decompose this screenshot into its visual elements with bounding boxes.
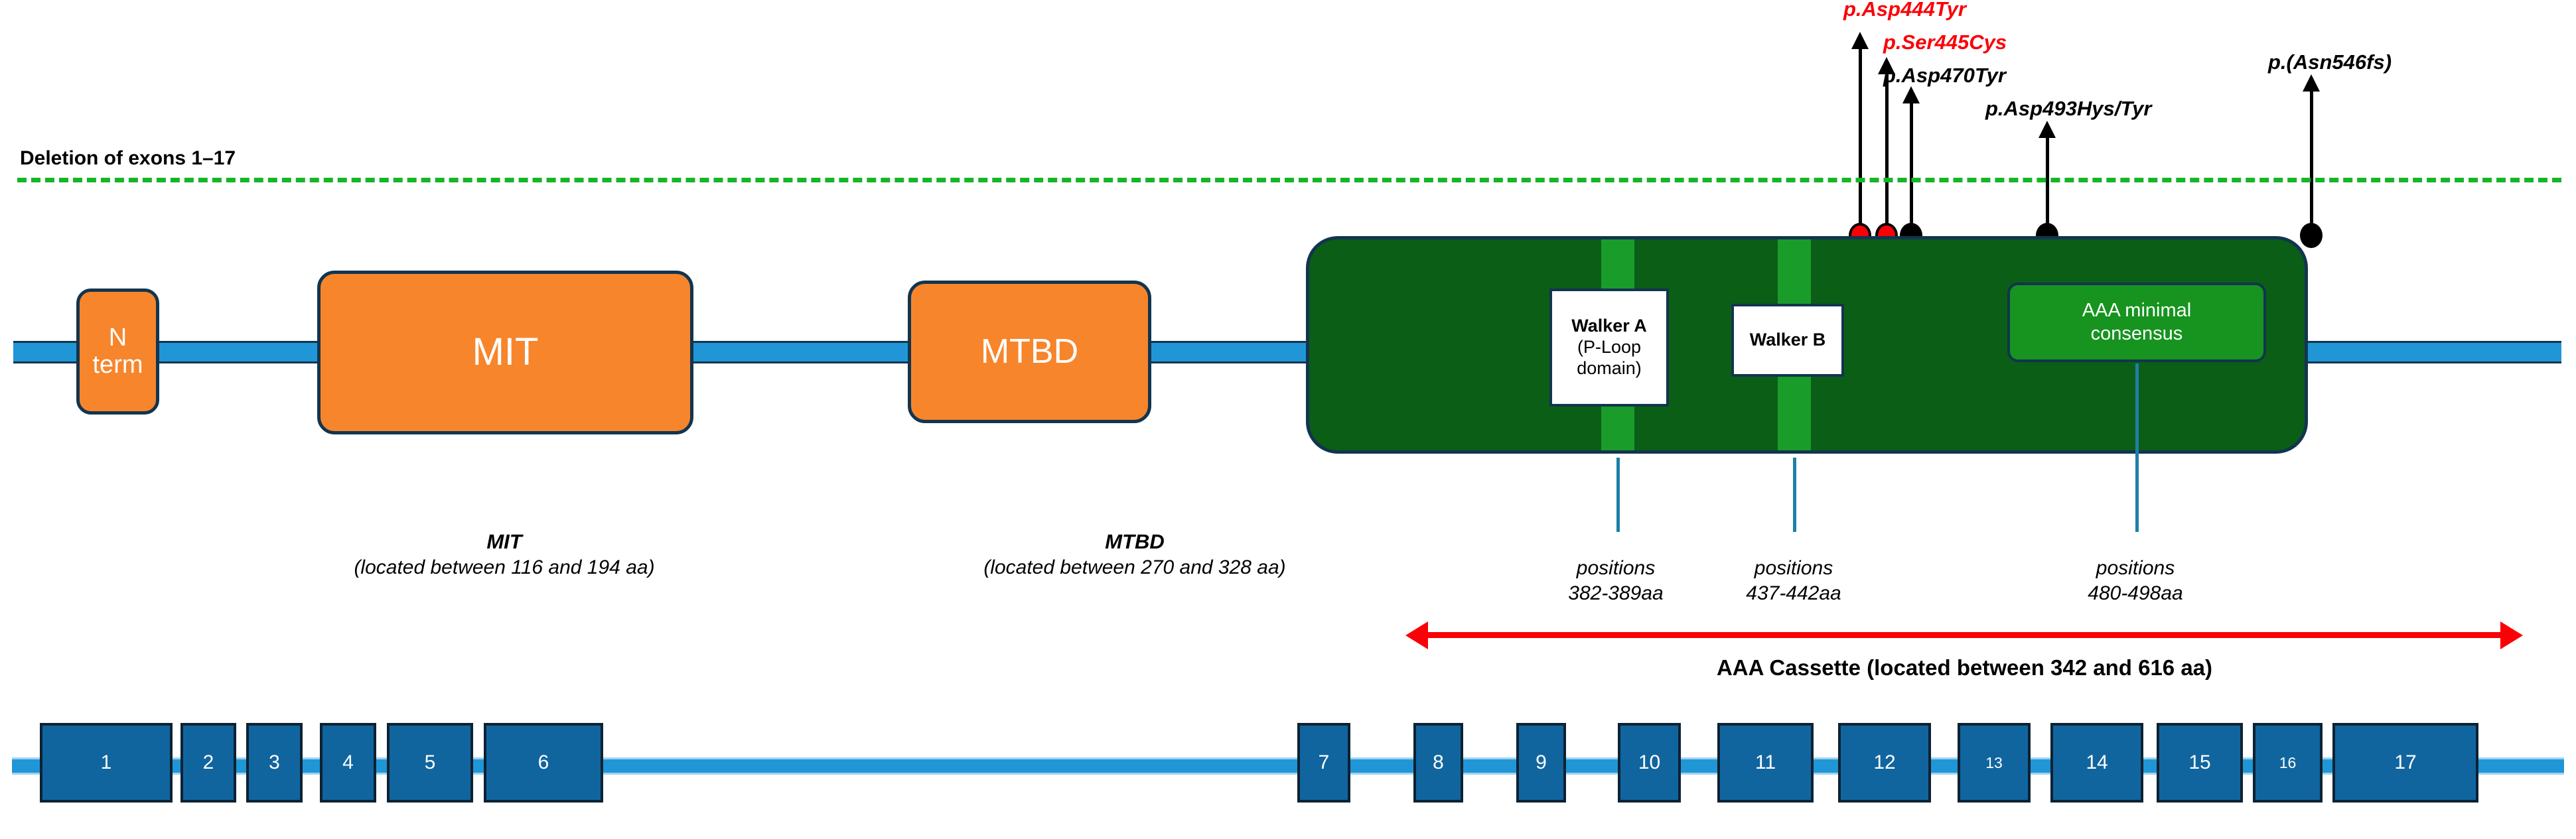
exon-15-label: 15	[2188, 751, 2211, 773]
mutation-label-asp493hystyr: p.Asp493Hys/Tyr	[1985, 97, 2152, 120]
position-walker-a-line2: 382-389aa	[1568, 582, 1664, 604]
exon-17[interactable]: 17	[2332, 723, 2478, 803]
exon-12[interactable]: 12	[1838, 723, 1931, 803]
caption-mtbd-title: MTBD	[1105, 530, 1165, 553]
caption-mit: MIT (located between 116 and 194 aa)	[103, 529, 906, 580]
exon-8[interactable]: 8	[1413, 723, 1463, 803]
exon-7[interactable]: 7	[1297, 723, 1350, 803]
mutation-stem-3	[1910, 101, 1913, 239]
exon-10-label: 10	[1638, 751, 1661, 773]
walker-a-box: Walker A (P-Loop domain)	[1549, 289, 1669, 407]
leader-line-aaa-consensus	[2135, 363, 2139, 532]
mutation-label-asp470tyr: p.Asp470Tyr	[1883, 64, 2006, 87]
exon-11-label: 11	[1754, 751, 1776, 773]
domain-mtbd: MTBD	[908, 281, 1151, 423]
domain-mit-label: MIT	[472, 330, 539, 374]
caption-mit-sub: (located between 116 and 194 aa)	[354, 556, 655, 578]
caption-mit-title: MIT	[486, 530, 522, 553]
n-term-line2: term	[92, 351, 143, 379]
domain-mit: MIT	[317, 271, 693, 434]
mutation-stem-2	[1885, 72, 1889, 239]
exon-9-label: 9	[1536, 751, 1547, 773]
position-walker-b-line2: 437-442aa	[1746, 582, 1841, 604]
deletion-label: Deletion of exons 1–17	[20, 147, 236, 169]
leader-line-walker-b	[1793, 458, 1796, 532]
cassette-arrow-line	[1427, 632, 2502, 638]
cassette-arrow-head-right	[2500, 621, 2523, 649]
exon-16-label: 16	[2279, 753, 2297, 771]
mutation-arrow-head-2	[1878, 57, 1895, 74]
exon-13[interactable]: 13	[1958, 723, 2031, 803]
mutation-dot-5	[2300, 223, 2323, 248]
exon-10[interactable]: 10	[1618, 723, 1681, 803]
exon-14-label: 14	[2086, 751, 2108, 773]
leader-line-walker-a	[1616, 458, 1620, 532]
walker-a-line1: Walker A	[1571, 316, 1647, 336]
mutation-arrow-head-1	[1851, 32, 1869, 49]
position-label-aaa-consensus: positions 480-498aa	[2052, 556, 2218, 606]
mutation-label-ser445cys: p.Ser445Cys	[1883, 31, 2007, 54]
exon-14[interactable]: 14	[2050, 723, 2143, 803]
walker-b-box: Walker B	[1731, 304, 1844, 377]
exon-9[interactable]: 9	[1516, 723, 1566, 803]
position-label-walker-a: positions 382-389aa	[1533, 556, 1699, 606]
exon-11[interactable]: 11	[1717, 723, 1814, 803]
exon-17-label: 17	[2394, 751, 2417, 773]
mutation-stem-1	[1859, 46, 1862, 239]
walker-a-line2: (P-Loop	[1577, 337, 1642, 357]
exon-15[interactable]: 15	[2157, 723, 2243, 803]
domain-n-term: N term	[76, 289, 159, 415]
position-aaa-line2: 480-498aa	[2088, 582, 2183, 604]
mutation-arrow-head-3	[1902, 86, 1920, 103]
exon-5-label: 5	[424, 751, 436, 773]
exon-6-label: 6	[537, 751, 549, 773]
n-term-line1: N	[108, 323, 127, 352]
walker-a-line3: domain)	[1577, 357, 1642, 378]
mutation-arrow-head-5	[2303, 74, 2320, 92]
exon-1-label: 1	[100, 751, 112, 773]
cassette-caption: AAA Cassette (located between 342 and 61…	[1716, 655, 2213, 680]
mutation-stem-4	[2046, 135, 2049, 239]
position-aaa-line1: positions	[2096, 557, 2175, 579]
deletion-dashed-line	[17, 178, 2561, 182]
mutation-stem-5	[2310, 89, 2313, 239]
exon-1[interactable]: 1	[40, 723, 173, 803]
exon-13-label: 13	[1985, 753, 2003, 771]
caption-mtbd-sub: (located between 270 and 328 aa)	[983, 556, 1286, 578]
domain-mtbd-label: MTBD	[980, 332, 1079, 371]
aaa-consensus-line1: AAA minimal	[2082, 300, 2192, 322]
exon-8-label: 8	[1433, 751, 1444, 773]
exon-4-label: 4	[342, 751, 354, 773]
position-walker-b-line1: positions	[1754, 557, 1833, 579]
mutation-label-asp444tyr: p.Asp444Tyr	[1843, 0, 1966, 21]
walker-b-line1: Walker B	[1749, 330, 1826, 350]
exon-12-label: 12	[1873, 751, 1896, 773]
exon-16[interactable]: 16	[2253, 723, 2323, 803]
exon-2-label: 2	[202, 751, 214, 773]
exon-3-label: 3	[269, 751, 280, 773]
mutation-arrow-head-4	[2039, 121, 2056, 138]
cassette-arrow-head-left	[1405, 621, 1428, 649]
exon-4[interactable]: 4	[320, 723, 376, 803]
position-walker-a-line1: positions	[1576, 557, 1656, 579]
exon-2[interactable]: 2	[180, 723, 236, 803]
exon-7-label: 7	[1318, 751, 1330, 773]
position-label-walker-b: positions 437-442aa	[1711, 556, 1877, 606]
exon-5[interactable]: 5	[387, 723, 473, 803]
aaa-consensus-line2: consensus	[2090, 323, 2183, 344]
caption-mtbd: MTBD (located between 270 and 328 aa)	[733, 529, 1536, 580]
aaa-minimal-consensus-box: AAA minimal consensus	[2007, 283, 2266, 362]
exon-3[interactable]: 3	[246, 723, 303, 803]
mutation-label-asn546fs: p.(Asn546fs)	[2268, 50, 2392, 74]
exon-6[interactable]: 6	[484, 723, 603, 803]
